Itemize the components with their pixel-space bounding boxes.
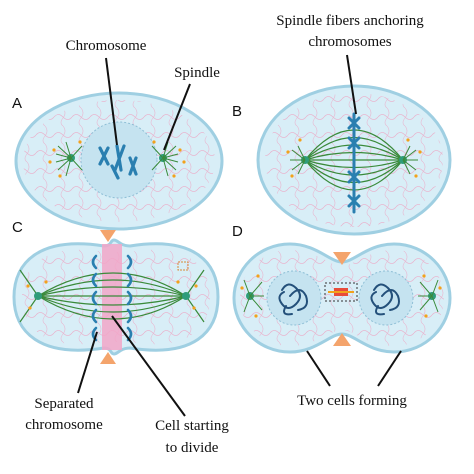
- pointer-chromosome: [105, 57, 118, 146]
- midbody-box-d: [324, 282, 358, 302]
- pointer-spindle-fibers: [346, 54, 357, 115]
- pointer-separated: [77, 331, 98, 394]
- panel-d-letter: D: [232, 223, 243, 240]
- centrosome-a-left: [48, 140, 83, 178]
- chromosomes-a: [98, 144, 138, 180]
- cleavage-band-c: [102, 244, 122, 350]
- arrow-up-c: [100, 352, 116, 364]
- pointer-cell-starting: [111, 315, 186, 417]
- centrosome-b-right: [399, 138, 422, 178]
- panel-b-letter: B: [232, 103, 242, 120]
- arrow-down-c: [100, 230, 116, 242]
- panel-a-letter: A: [12, 95, 22, 112]
- label-spindle-fibers-1: Spindle fibers anchoring: [276, 13, 424, 29]
- centrosome-d-left: [240, 274, 264, 318]
- panel-c: C: [12, 219, 229, 456]
- label-separated-2: chromosome: [25, 417, 103, 433]
- centrosome-d-right: [418, 274, 442, 318]
- label-spindle: Spindle: [174, 65, 220, 81]
- arrow-down-d: [333, 252, 351, 265]
- centrosome-c-left: [26, 280, 48, 310]
- spindle-fibers-c: [19, 269, 205, 323]
- panel-b: B Spin: [232, 13, 452, 236]
- chromatin-d-right: [370, 283, 400, 316]
- chromosomes-b: [347, 112, 361, 214]
- midbody-d: [328, 288, 354, 296]
- pointer-two-cells-right: [377, 350, 402, 387]
- panel-d: D Two cells f: [232, 223, 452, 409]
- label-cell-starting-1: Cell starting: [155, 418, 229, 434]
- label-chromosome: Chromosome: [66, 38, 147, 54]
- label-spindle-fibers-2: chromosomes: [308, 34, 391, 50]
- pointer-spindle: [163, 83, 191, 151]
- centrosome-c-right: [176, 261, 198, 310]
- centrosome-b-left: [286, 138, 309, 178]
- panel-c-letter: C: [12, 219, 23, 236]
- label-two-cells: Two cells forming: [297, 393, 407, 409]
- panel-a: A Chromosome Spindle: [12, 38, 224, 231]
- chromatin-d-left: [278, 283, 308, 316]
- nucleus-d-right: [358, 270, 414, 326]
- centrosome-a-right: [151, 140, 186, 178]
- pointer-two-cells-left: [306, 350, 331, 387]
- nucleus-d-left: [266, 270, 322, 326]
- label-cell-starting-2: to divide: [166, 440, 219, 456]
- arrow-up-d: [333, 333, 351, 346]
- label-separated-1: Separated: [34, 396, 94, 412]
